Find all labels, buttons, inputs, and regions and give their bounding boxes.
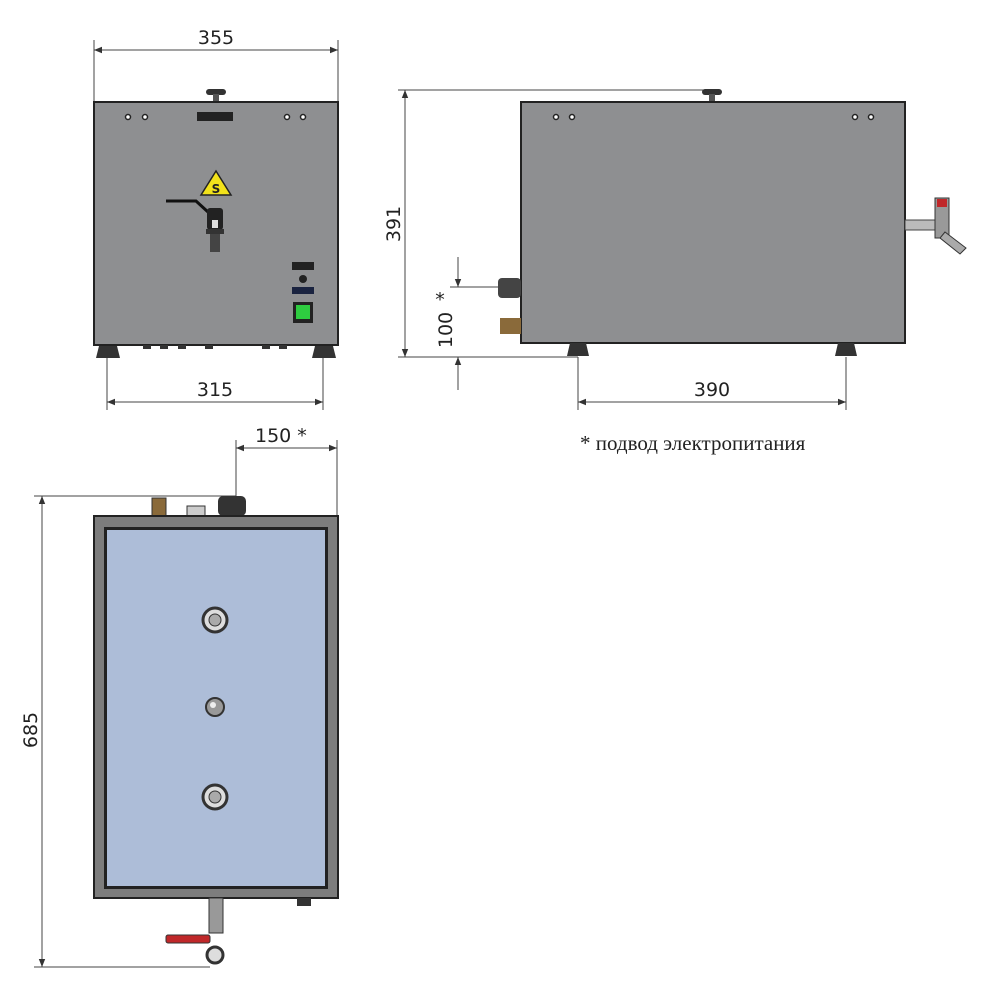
warning-icon: S	[199, 169, 233, 196]
front-view: 355 S 315	[93, 27, 339, 410]
indicator-panel	[292, 262, 314, 270]
dimension-inlet-offset-label: 150 *	[255, 425, 307, 447]
footnote: * подвод электропитания	[580, 431, 806, 455]
display-panel	[197, 112, 233, 121]
side-panel	[520, 101, 906, 344]
water-inlet	[500, 318, 521, 334]
inlet-mark: *	[435, 289, 445, 311]
side-view: 391 100 * 390	[383, 89, 967, 410]
screw-holes	[124, 113, 307, 121]
dimension-inlet-height-label: 100	[435, 312, 457, 348]
side-drain-valve	[904, 197, 967, 255]
drain-valve	[166, 199, 224, 252]
bottom-drain-valve	[165, 897, 311, 965]
cable-gland	[498, 278, 521, 298]
foot-right	[312, 346, 336, 358]
dimension-height-label: 391	[383, 206, 405, 242]
foot-left	[96, 346, 120, 358]
svg-text:S: S	[212, 182, 221, 196]
fuse-holder	[292, 287, 314, 294]
lid-fittings	[201, 606, 229, 811]
dimension-feet-side-label: 390	[694, 379, 730, 401]
dimension-feet-front-label: 315	[197, 379, 233, 401]
dimension-depth-label: 685	[20, 712, 42, 748]
lid-knob	[206, 89, 226, 95]
power-button	[296, 305, 310, 319]
dimension-width-label: 355	[198, 27, 234, 49]
top-view: 150 * 685	[20, 425, 339, 968]
power-socket	[299, 275, 307, 283]
